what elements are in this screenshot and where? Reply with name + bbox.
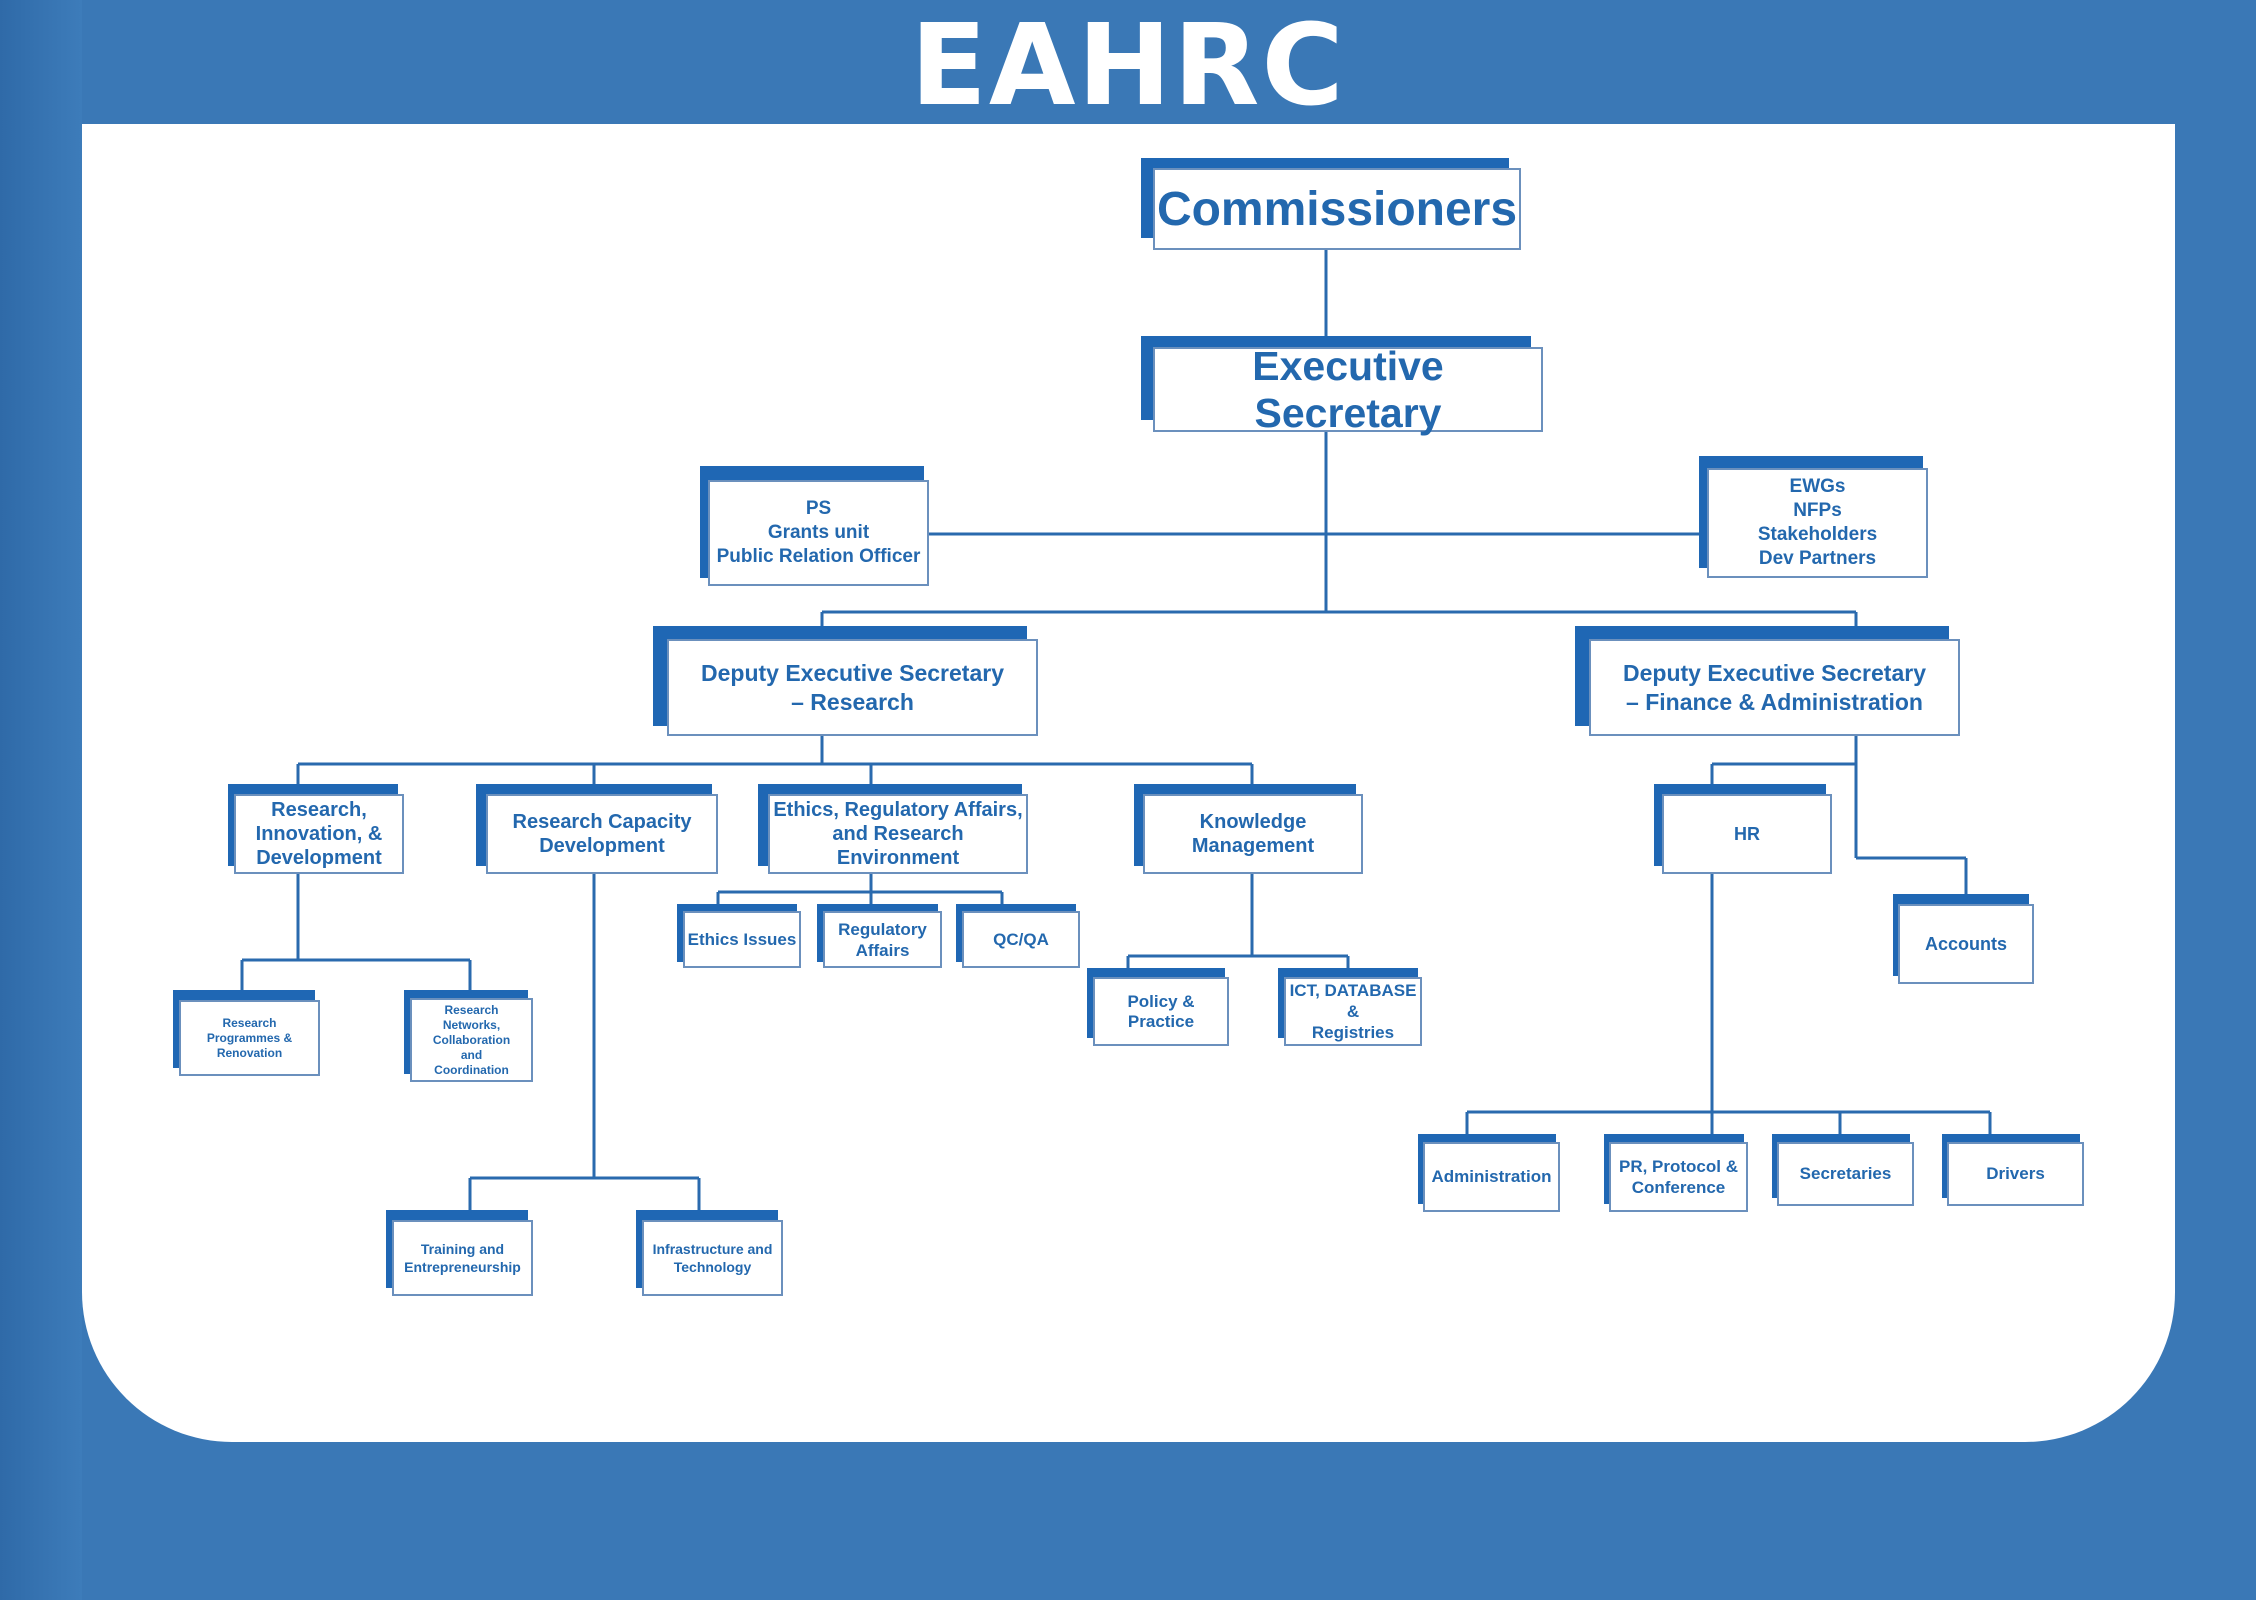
- accounts-label: Accounts: [1898, 904, 2034, 984]
- research-innovation-node: Research, Innovation, & Development: [228, 784, 404, 874]
- executive-secretary-node: Executive Secretary: [1141, 336, 1543, 436]
- ethics-issues-label: Ethics Issues: [683, 911, 801, 968]
- des-finance-node: Deputy Executive Secretary – Finance & A…: [1575, 626, 1960, 736]
- research-networks-label: Research Networks, Collaboration and Coo…: [410, 998, 533, 1082]
- regulatory-affairs-node: Regulatory Affairs: [817, 904, 942, 968]
- regulatory-affairs-label: Regulatory Affairs: [823, 911, 942, 968]
- commissioners-label: Commissioners: [1153, 168, 1521, 250]
- ewgs-group-node: EWGs NFPs Stakeholders Dev Partners: [1699, 456, 1928, 578]
- research-programmes-node: Research Programmes & Renovation: [173, 990, 320, 1076]
- drivers-label: Drivers: [1947, 1142, 2084, 1206]
- pr-protocol-label: PR, Protocol & Conference: [1609, 1142, 1748, 1212]
- ps-group-node: PS Grants unit Public Relation Officer: [700, 466, 929, 588]
- hr-label: HR: [1662, 794, 1832, 874]
- policy-practice-node: Policy & Practice: [1087, 968, 1229, 1046]
- qc-qa-node: QC/QA: [956, 904, 1080, 968]
- infrastructure-node: Infrastructure and Technology: [636, 1210, 783, 1296]
- infrastructure-label: Infrastructure and Technology: [642, 1220, 783, 1296]
- knowledge-management-node: Knowledge Management: [1134, 784, 1363, 874]
- qc-qa-label: QC/QA: [962, 911, 1080, 968]
- executive-secretary-label: Executive Secretary: [1153, 343, 1543, 436]
- training-node: Training and Entrepreneurship: [386, 1210, 533, 1296]
- ewgs-group-label: EWGs NFPs Stakeholders Dev Partners: [1707, 468, 1928, 578]
- ps-group-label: PS Grants unit Public Relation Officer: [708, 480, 929, 586]
- des-research-label: Deputy Executive Secretary – Research: [667, 639, 1038, 736]
- ethics-issues-node: Ethics Issues: [677, 904, 801, 968]
- secretaries-label: Secretaries: [1777, 1142, 1914, 1206]
- commissioners-node: Commissioners: [1141, 158, 1521, 250]
- des-research-node: Deputy Executive Secretary – Research: [653, 626, 1038, 736]
- research-programmes-label: Research Programmes & Renovation: [179, 1000, 320, 1076]
- research-innovation-label: Research, Innovation, & Development: [234, 794, 404, 874]
- pr-protocol-node: PR, Protocol & Conference: [1604, 1134, 1748, 1212]
- knowledge-management-label: Knowledge Management: [1143, 794, 1363, 874]
- training-label: Training and Entrepreneurship: [392, 1220, 533, 1296]
- research-capacity-node: Research Capacity Development: [476, 784, 718, 874]
- policy-practice-label: Policy & Practice: [1093, 977, 1229, 1046]
- ethics-regulatory-node: Ethics, Regulatory Affairs, and Research…: [758, 784, 1028, 874]
- page-title: EAHRC: [910, 1, 1346, 131]
- des-finance-label: Deputy Executive Secretary – Finance & A…: [1589, 639, 1960, 736]
- ict-database-node: ICT, DATABASE & Registries: [1278, 968, 1422, 1046]
- research-capacity-label: Research Capacity Development: [486, 794, 718, 874]
- accounts-node: Accounts: [1893, 894, 2034, 984]
- ethics-regulatory-label: Ethics, Regulatory Affairs, and Research…: [768, 794, 1028, 874]
- ict-database-label: ICT, DATABASE & Registries: [1284, 977, 1422, 1046]
- research-networks-node: Research Networks, Collaboration and Coo…: [404, 990, 533, 1082]
- hr-node: HR: [1654, 784, 1832, 874]
- left-edge-shade: [0, 0, 82, 1600]
- drivers-node: Drivers: [1942, 1134, 2084, 1206]
- administration-node: Administration: [1418, 1134, 1560, 1212]
- administration-label: Administration: [1423, 1142, 1560, 1212]
- secretaries-node: Secretaries: [1772, 1134, 1914, 1206]
